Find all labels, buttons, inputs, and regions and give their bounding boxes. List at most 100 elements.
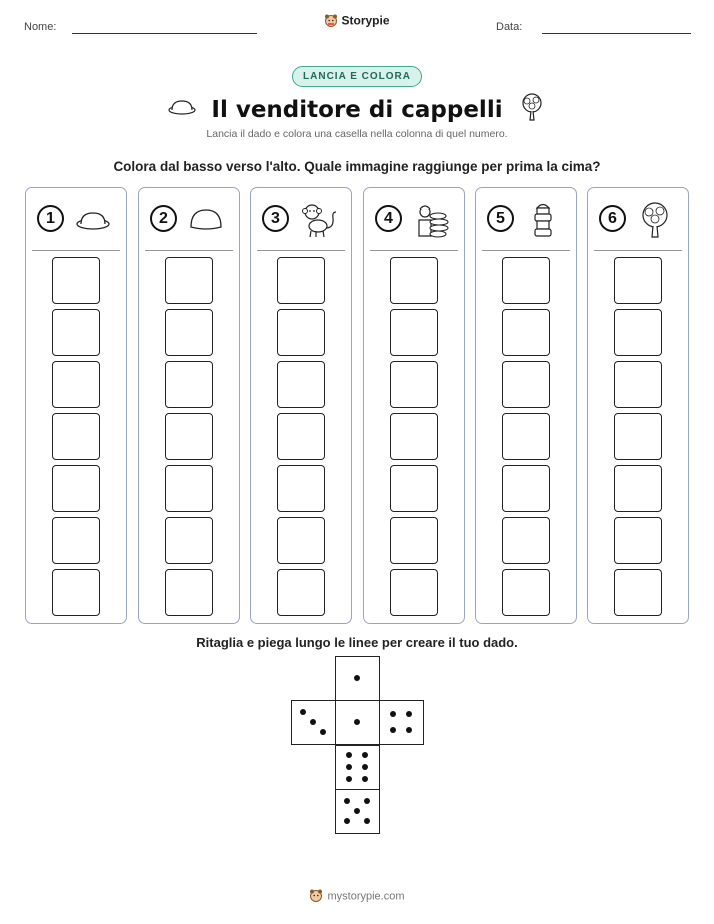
instruction-text: Colora dal basso verso l'alto. Quale imm… xyxy=(113,159,601,174)
color-box[interactable] xyxy=(502,413,550,460)
dice-pip xyxy=(362,752,369,759)
color-box[interactable] xyxy=(614,257,662,304)
color-box[interactable] xyxy=(165,517,213,564)
color-box[interactable] xyxy=(390,257,438,304)
column-divider xyxy=(482,250,570,251)
color-box[interactable] xyxy=(614,309,662,356)
brand-logo: Storypie xyxy=(0,13,714,30)
date-label: Data: xyxy=(496,21,523,33)
dice-pip xyxy=(406,727,413,734)
dice-pip xyxy=(345,752,352,759)
dice-pip xyxy=(362,775,369,782)
color-box[interactable] xyxy=(52,309,100,356)
dice-pip xyxy=(345,764,352,770)
dice-pip xyxy=(300,709,307,716)
monkey-icon xyxy=(298,200,338,240)
dice-face-5 xyxy=(335,789,380,834)
color-box[interactable] xyxy=(277,465,325,512)
page-title: Il venditore di cappelli xyxy=(211,96,503,123)
dice-pip xyxy=(363,798,370,805)
color-box[interactable] xyxy=(52,413,100,460)
activity-badge: LANCIA E COLORA xyxy=(292,66,422,87)
column-number: 3 xyxy=(262,205,289,232)
color-box[interactable] xyxy=(502,257,550,304)
column-number: 2 xyxy=(150,205,177,232)
color-box[interactable] xyxy=(502,465,550,512)
color-box[interactable] xyxy=(390,465,438,512)
color-box[interactable] xyxy=(165,361,213,408)
column-divider xyxy=(32,250,120,251)
column-number: 5 xyxy=(487,205,514,232)
dice-face-3 xyxy=(291,700,336,745)
column-divider xyxy=(594,250,682,251)
column-header: 2 xyxy=(139,188,239,250)
column-3: 3 xyxy=(250,187,352,624)
footer-url: mystorypie.com xyxy=(327,890,405,903)
footer: mystorypie.com xyxy=(0,888,714,905)
color-box[interactable] xyxy=(165,257,213,304)
color-box[interactable] xyxy=(614,517,662,564)
dice-pip xyxy=(344,817,351,824)
column-6: 6 xyxy=(587,187,689,624)
color-box[interactable] xyxy=(165,465,213,512)
column-header: 3 xyxy=(251,188,351,250)
color-box[interactable] xyxy=(52,465,100,512)
color-box[interactable] xyxy=(614,361,662,408)
dice-pip xyxy=(406,710,413,717)
dice-pip xyxy=(354,675,360,681)
color-box[interactable] xyxy=(390,361,438,408)
dice-pip xyxy=(389,727,396,734)
color-box[interactable] xyxy=(277,361,325,408)
column-number: 1 xyxy=(37,205,64,232)
color-box[interactable] xyxy=(165,569,213,616)
dice-pip xyxy=(344,798,351,805)
worksheet-header: Nome: Storypie Data: xyxy=(0,0,714,50)
color-box[interactable] xyxy=(52,361,100,408)
dice-pip xyxy=(345,775,352,782)
subtitle: Lancia il dado e colora una casella nell… xyxy=(206,128,508,140)
color-box[interactable] xyxy=(614,413,662,460)
color-box[interactable] xyxy=(165,413,213,460)
color-box[interactable] xyxy=(52,569,100,616)
column-1: 1 xyxy=(25,187,127,624)
title-row: Il venditore di cappelli xyxy=(0,92,714,127)
column-header: 6 xyxy=(588,188,688,250)
color-box[interactable] xyxy=(390,517,438,564)
color-box[interactable] xyxy=(390,569,438,616)
cap-icon xyxy=(73,200,113,240)
hat-seller-icon xyxy=(411,200,451,240)
column-4: 4 xyxy=(363,187,465,624)
color-box[interactable] xyxy=(390,309,438,356)
name-field-line xyxy=(72,33,257,34)
color-box[interactable] xyxy=(502,361,550,408)
cut-instruction: Ritaglia e piega lungo le linee per crea… xyxy=(196,635,518,650)
badge-wrap: LANCIA E COLORA xyxy=(0,66,714,87)
column-divider xyxy=(145,250,233,251)
color-box[interactable] xyxy=(502,517,550,564)
color-box[interactable] xyxy=(52,517,100,564)
color-box[interactable] xyxy=(390,413,438,460)
tree-icon xyxy=(517,92,547,127)
color-box[interactable] xyxy=(277,517,325,564)
color-box[interactable] xyxy=(614,569,662,616)
dice-pip xyxy=(310,719,316,725)
color-box[interactable] xyxy=(277,309,325,356)
column-divider xyxy=(257,250,345,251)
color-box[interactable] xyxy=(165,309,213,356)
color-box[interactable] xyxy=(502,309,550,356)
name-label: Nome: xyxy=(24,21,57,33)
column-divider xyxy=(370,250,458,251)
storypie-logo-icon xyxy=(324,13,338,30)
color-box[interactable] xyxy=(277,413,325,460)
column-header: 1 xyxy=(26,188,126,250)
color-box[interactable] xyxy=(52,257,100,304)
dice-pip xyxy=(319,728,326,735)
dice-face-6 xyxy=(335,745,380,790)
color-box[interactable] xyxy=(277,257,325,304)
dice-face-1 xyxy=(335,656,380,701)
color-box[interactable] xyxy=(277,569,325,616)
color-box[interactable] xyxy=(614,465,662,512)
date-field-line xyxy=(542,33,691,34)
color-box[interactable] xyxy=(502,569,550,616)
column-2: 2 xyxy=(138,187,240,624)
